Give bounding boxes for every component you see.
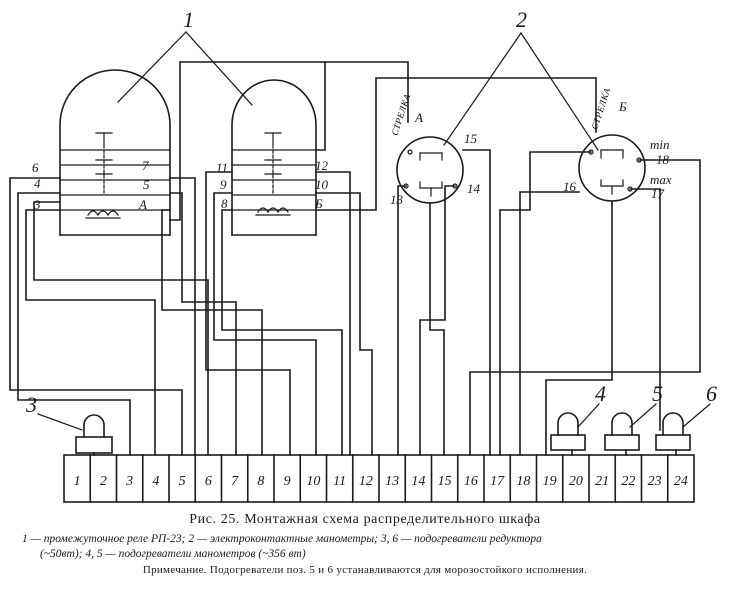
terminal-label: 7 bbox=[231, 474, 239, 489]
terminal-label: 8 bbox=[257, 474, 264, 489]
heater-3 bbox=[75, 414, 113, 454]
terminal-label: 23 bbox=[648, 474, 662, 489]
relay-right-pin-8: 8 bbox=[221, 196, 228, 211]
terminal-3: 3 bbox=[115, 454, 133, 503]
callouts: 1 2 3 4 5 6 bbox=[25, 7, 717, 431]
figure-caption-title: Рис. 25. Монтажная схема распределительн… bbox=[189, 512, 541, 527]
terminal-17: 17 bbox=[483, 454, 505, 503]
figure-legend-line-1: 1 — промежуточное реле РП-23; 2 — электр… bbox=[22, 533, 542, 545]
terminal-label: 4 bbox=[152, 474, 159, 489]
terminal-10: 10 bbox=[299, 454, 320, 503]
terminal-label: 14 bbox=[411, 474, 425, 489]
gauge-right-pin-16: 16 bbox=[563, 179, 577, 194]
callout-1: 1 bbox=[183, 7, 194, 32]
heater-6 bbox=[655, 412, 691, 451]
relay-right-pin-12: 12 bbox=[315, 158, 329, 173]
wiring-diagram: 6 7 4 5 3 А 11 12 9 10 8 Б СТРЕЛ bbox=[9, 7, 717, 503]
terminal-12: 12 bbox=[351, 454, 373, 503]
callout-4: 4 bbox=[595, 381, 606, 406]
relay-left-pin-4: 4 bbox=[34, 176, 41, 191]
terminal-label: 5 bbox=[179, 474, 186, 489]
terminal-label: 10 bbox=[306, 474, 320, 489]
terminal-5: 5 bbox=[168, 454, 186, 503]
gauge-left-pin-14: 14 bbox=[467, 181, 481, 196]
heater-5 bbox=[604, 412, 640, 451]
relay-left-pin-5: 5 bbox=[143, 177, 150, 192]
relay-right-pin-10: 10 bbox=[315, 177, 329, 192]
terminal-4: 4 bbox=[141, 454, 159, 503]
relay-left-pin-6: 6 bbox=[32, 160, 39, 175]
gauge-right-pin-min: min bbox=[650, 137, 670, 152]
wiring bbox=[9, 61, 701, 456]
callout-6: 6 bbox=[706, 381, 717, 406]
terminal-label: 13 bbox=[385, 474, 399, 489]
callout-3: 3 bbox=[25, 392, 37, 417]
terminal-label: 21 bbox=[595, 474, 609, 489]
callout-2: 2 bbox=[516, 7, 527, 32]
gauge-right-tag: СТРЕЛКА bbox=[589, 87, 612, 131]
terminal-label: 19 bbox=[543, 474, 557, 489]
terminal-20: 20 bbox=[561, 454, 583, 503]
terminal-label: 9 bbox=[284, 474, 291, 489]
terminal-label: 15 bbox=[438, 474, 452, 489]
terminal-label: 24 bbox=[674, 474, 688, 489]
heater-4 bbox=[550, 412, 586, 451]
relay-right-pin-9: 9 bbox=[220, 177, 227, 192]
terminal-8: 8 bbox=[246, 454, 264, 503]
gauge-left-pin-15: 15 bbox=[464, 131, 478, 146]
terminal-24: 24 bbox=[666, 454, 688, 503]
terminal-label: 3 bbox=[125, 474, 133, 489]
terminal-21: 21 bbox=[588, 454, 609, 503]
gauge-left-pin-13: 13 bbox=[390, 192, 404, 207]
relay-left-pin-a: А bbox=[138, 197, 147, 212]
relay-left-pin-3: 3 bbox=[33, 197, 41, 212]
terminal-7: 7 bbox=[220, 454, 239, 503]
terminal-22: 22 bbox=[614, 454, 635, 503]
figure-legend-line-2: (~50вт); 4, 5 — подогреватели манометров… bbox=[40, 548, 306, 560]
figure-note: Примечание. Подогреватели поз. 5 и 6 уст… bbox=[142, 564, 588, 576]
relay-left: 6 7 4 5 3 А bbox=[32, 69, 171, 236]
terminal-label: 18 bbox=[516, 474, 530, 489]
terminal-23: 23 bbox=[640, 454, 662, 503]
terminal-11: 11 bbox=[325, 454, 346, 503]
terminal-9: 9 bbox=[273, 454, 291, 503]
heaters bbox=[75, 412, 691, 454]
gauge-right-letter: Б bbox=[618, 99, 627, 114]
relay-right-pin-b: Б bbox=[314, 196, 323, 211]
gauge-left-letter: А bbox=[414, 110, 423, 125]
terminal-6: 6 bbox=[194, 454, 212, 503]
relay-right: 11 12 9 10 8 Б bbox=[216, 79, 329, 236]
terminal-2: 2 bbox=[89, 454, 107, 503]
terminal-label: 1 bbox=[74, 474, 81, 489]
terminal-label: 22 bbox=[621, 474, 635, 489]
terminal-label: 20 bbox=[569, 474, 583, 489]
terminal-14: 14 bbox=[404, 454, 425, 503]
terminal-1: 1 bbox=[74, 474, 81, 489]
gauge-right: СТРЕЛКА Б min 18 max 16 17 bbox=[563, 87, 672, 202]
terminal-15: 15 bbox=[430, 454, 452, 503]
terminal-16: 16 bbox=[456, 454, 478, 503]
terminal-label: 2 bbox=[100, 474, 107, 489]
terminal-label: 17 bbox=[490, 474, 505, 489]
terminal-18: 18 bbox=[509, 454, 530, 503]
terminal-label: 11 bbox=[333, 474, 346, 489]
gauge-right-pin-max: max bbox=[650, 172, 672, 187]
terminal-label: 12 bbox=[359, 474, 373, 489]
terminal-label: 6 bbox=[205, 474, 212, 489]
callout-5: 5 bbox=[652, 381, 663, 406]
terminal-13: 13 bbox=[378, 454, 399, 503]
terminal-19: 19 bbox=[535, 454, 557, 503]
terminal-label: 16 bbox=[464, 474, 478, 489]
relay-left-pin-7: 7 bbox=[142, 158, 149, 173]
